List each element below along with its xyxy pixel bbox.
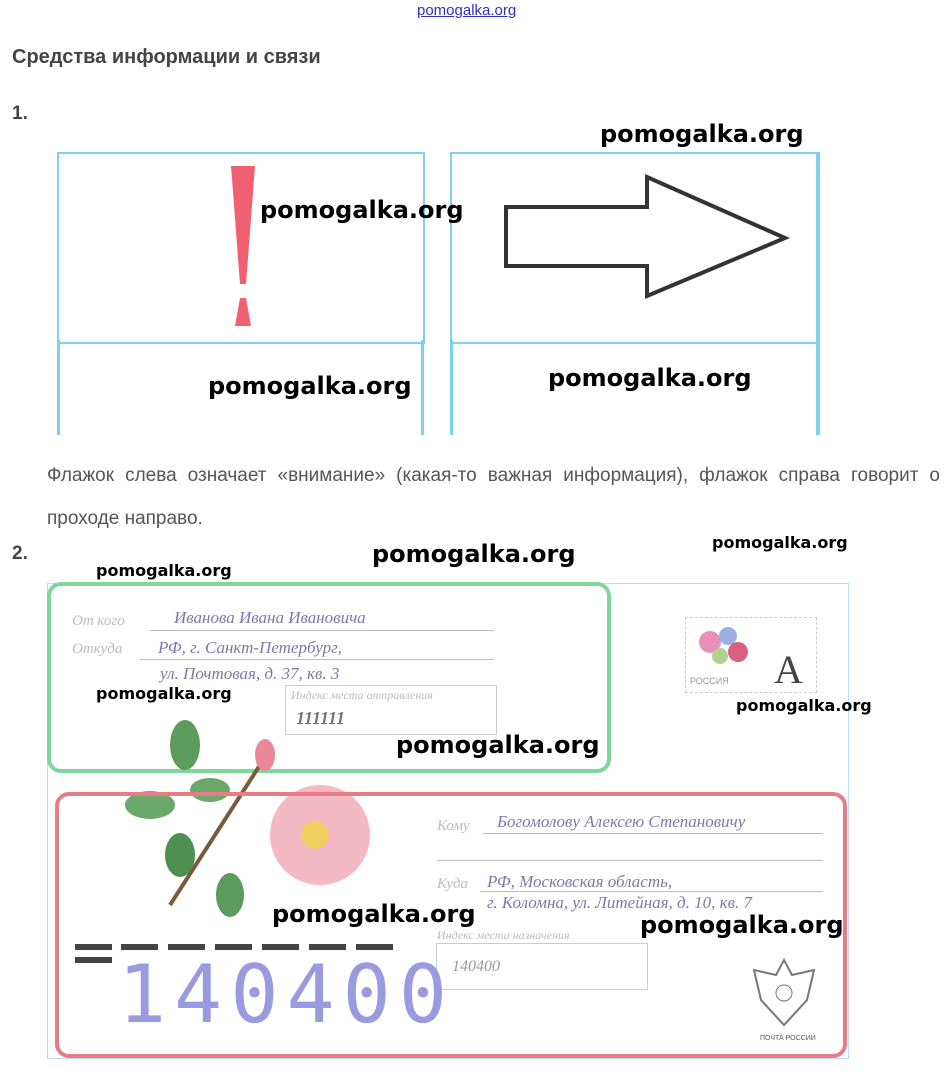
- recipient-index-label: Индекс места назначения: [437, 928, 570, 942]
- watermark: pomogalka.org: [640, 911, 844, 939]
- recipient-index-box: 140400: [436, 943, 648, 990]
- task-2-number: 2.: [12, 543, 28, 564]
- task-1-answer: Флажок слева означает «внимание» (какая-…: [47, 465, 940, 529]
- watermark: pomogalka.org: [208, 372, 412, 400]
- watermark: pomogalka.org: [372, 540, 576, 568]
- watermark: pomogalka.org: [712, 533, 848, 552]
- recipient-frame: [55, 792, 847, 1058]
- watermark: pomogalka.org: [600, 120, 804, 148]
- rose-illustration: [125, 720, 370, 917]
- page-title: Средства информации и связи: [12, 46, 321, 68]
- to-label: Кому: [437, 818, 470, 834]
- post-logo-text: ПОЧТА РОССИИ: [760, 1035, 816, 1042]
- sender-index-label: Индекс места отправления: [291, 688, 433, 702]
- flag-pole: [816, 152, 820, 435]
- from-value[interactable]: Иванова Ивана Ивановича: [174, 608, 366, 627]
- where-to-label: Куда: [437, 876, 469, 892]
- where-to-line2[interactable]: г. Коломна, ул. Литейная, д. 10, кв. 7: [487, 893, 752, 912]
- flag-pole: [450, 340, 453, 435]
- coat-of-arms-icon: [752, 957, 816, 1027]
- where-from-line1[interactable]: РФ, г. Санкт-Петербург,: [158, 638, 343, 657]
- watermark: pomogalka.org: [96, 561, 232, 580]
- flag-attention: [57, 152, 425, 344]
- from-label: От кого: [72, 613, 125, 629]
- watermark: pomogalka.org: [272, 900, 476, 928]
- watermark: pomogalka.org: [96, 684, 232, 703]
- watermark: pomogalka.org: [396, 731, 600, 759]
- sender-frame: [47, 582, 611, 773]
- where-from-label: Откуда: [72, 641, 123, 657]
- watermark: pomogalka.org: [548, 364, 752, 392]
- index-guide-bars: [75, 944, 395, 964]
- to-value[interactable]: Богомолову Алексею Степановичу: [497, 812, 746, 831]
- where-from-line2[interactable]: ул. Почтовая, д. 37, кв. 3: [160, 664, 340, 683]
- stamp-letter: А: [774, 647, 803, 692]
- flag-pole: [421, 340, 424, 435]
- watermark: pomogalka.org: [736, 696, 872, 715]
- watermark: pomogalka.org: [260, 196, 464, 224]
- flag-direction-right: [450, 152, 820, 344]
- task-1-number: 1.: [12, 103, 28, 124]
- flowers-icon: [699, 627, 748, 664]
- arrow-right-icon: [504, 174, 791, 299]
- postage-stamp: РОССИЯ А: [685, 617, 817, 693]
- where-to-line1[interactable]: РФ, Московская область,: [487, 872, 673, 891]
- site-link[interactable]: pomogalka.org: [417, 2, 517, 19]
- exclamation-icon: [231, 166, 255, 326]
- sender-index-box: Индекс места отправления 111111: [285, 685, 497, 735]
- recipient-index-value[interactable]: 140400: [452, 958, 500, 975]
- flag-pole: [57, 340, 60, 435]
- big-postal-index: 140400: [118, 948, 455, 1041]
- sender-index-value[interactable]: 111111: [296, 708, 346, 728]
- stamp-country: РОССИЯ: [690, 676, 729, 686]
